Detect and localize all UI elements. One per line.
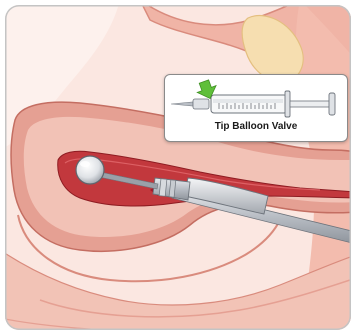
inset-caption: Tip Balloon Valve <box>165 121 347 132</box>
syringe-icon <box>165 75 349 143</box>
balloon <box>76 156 104 184</box>
syringe-inset-panel: Tip Balloon Valve <box>164 74 348 142</box>
